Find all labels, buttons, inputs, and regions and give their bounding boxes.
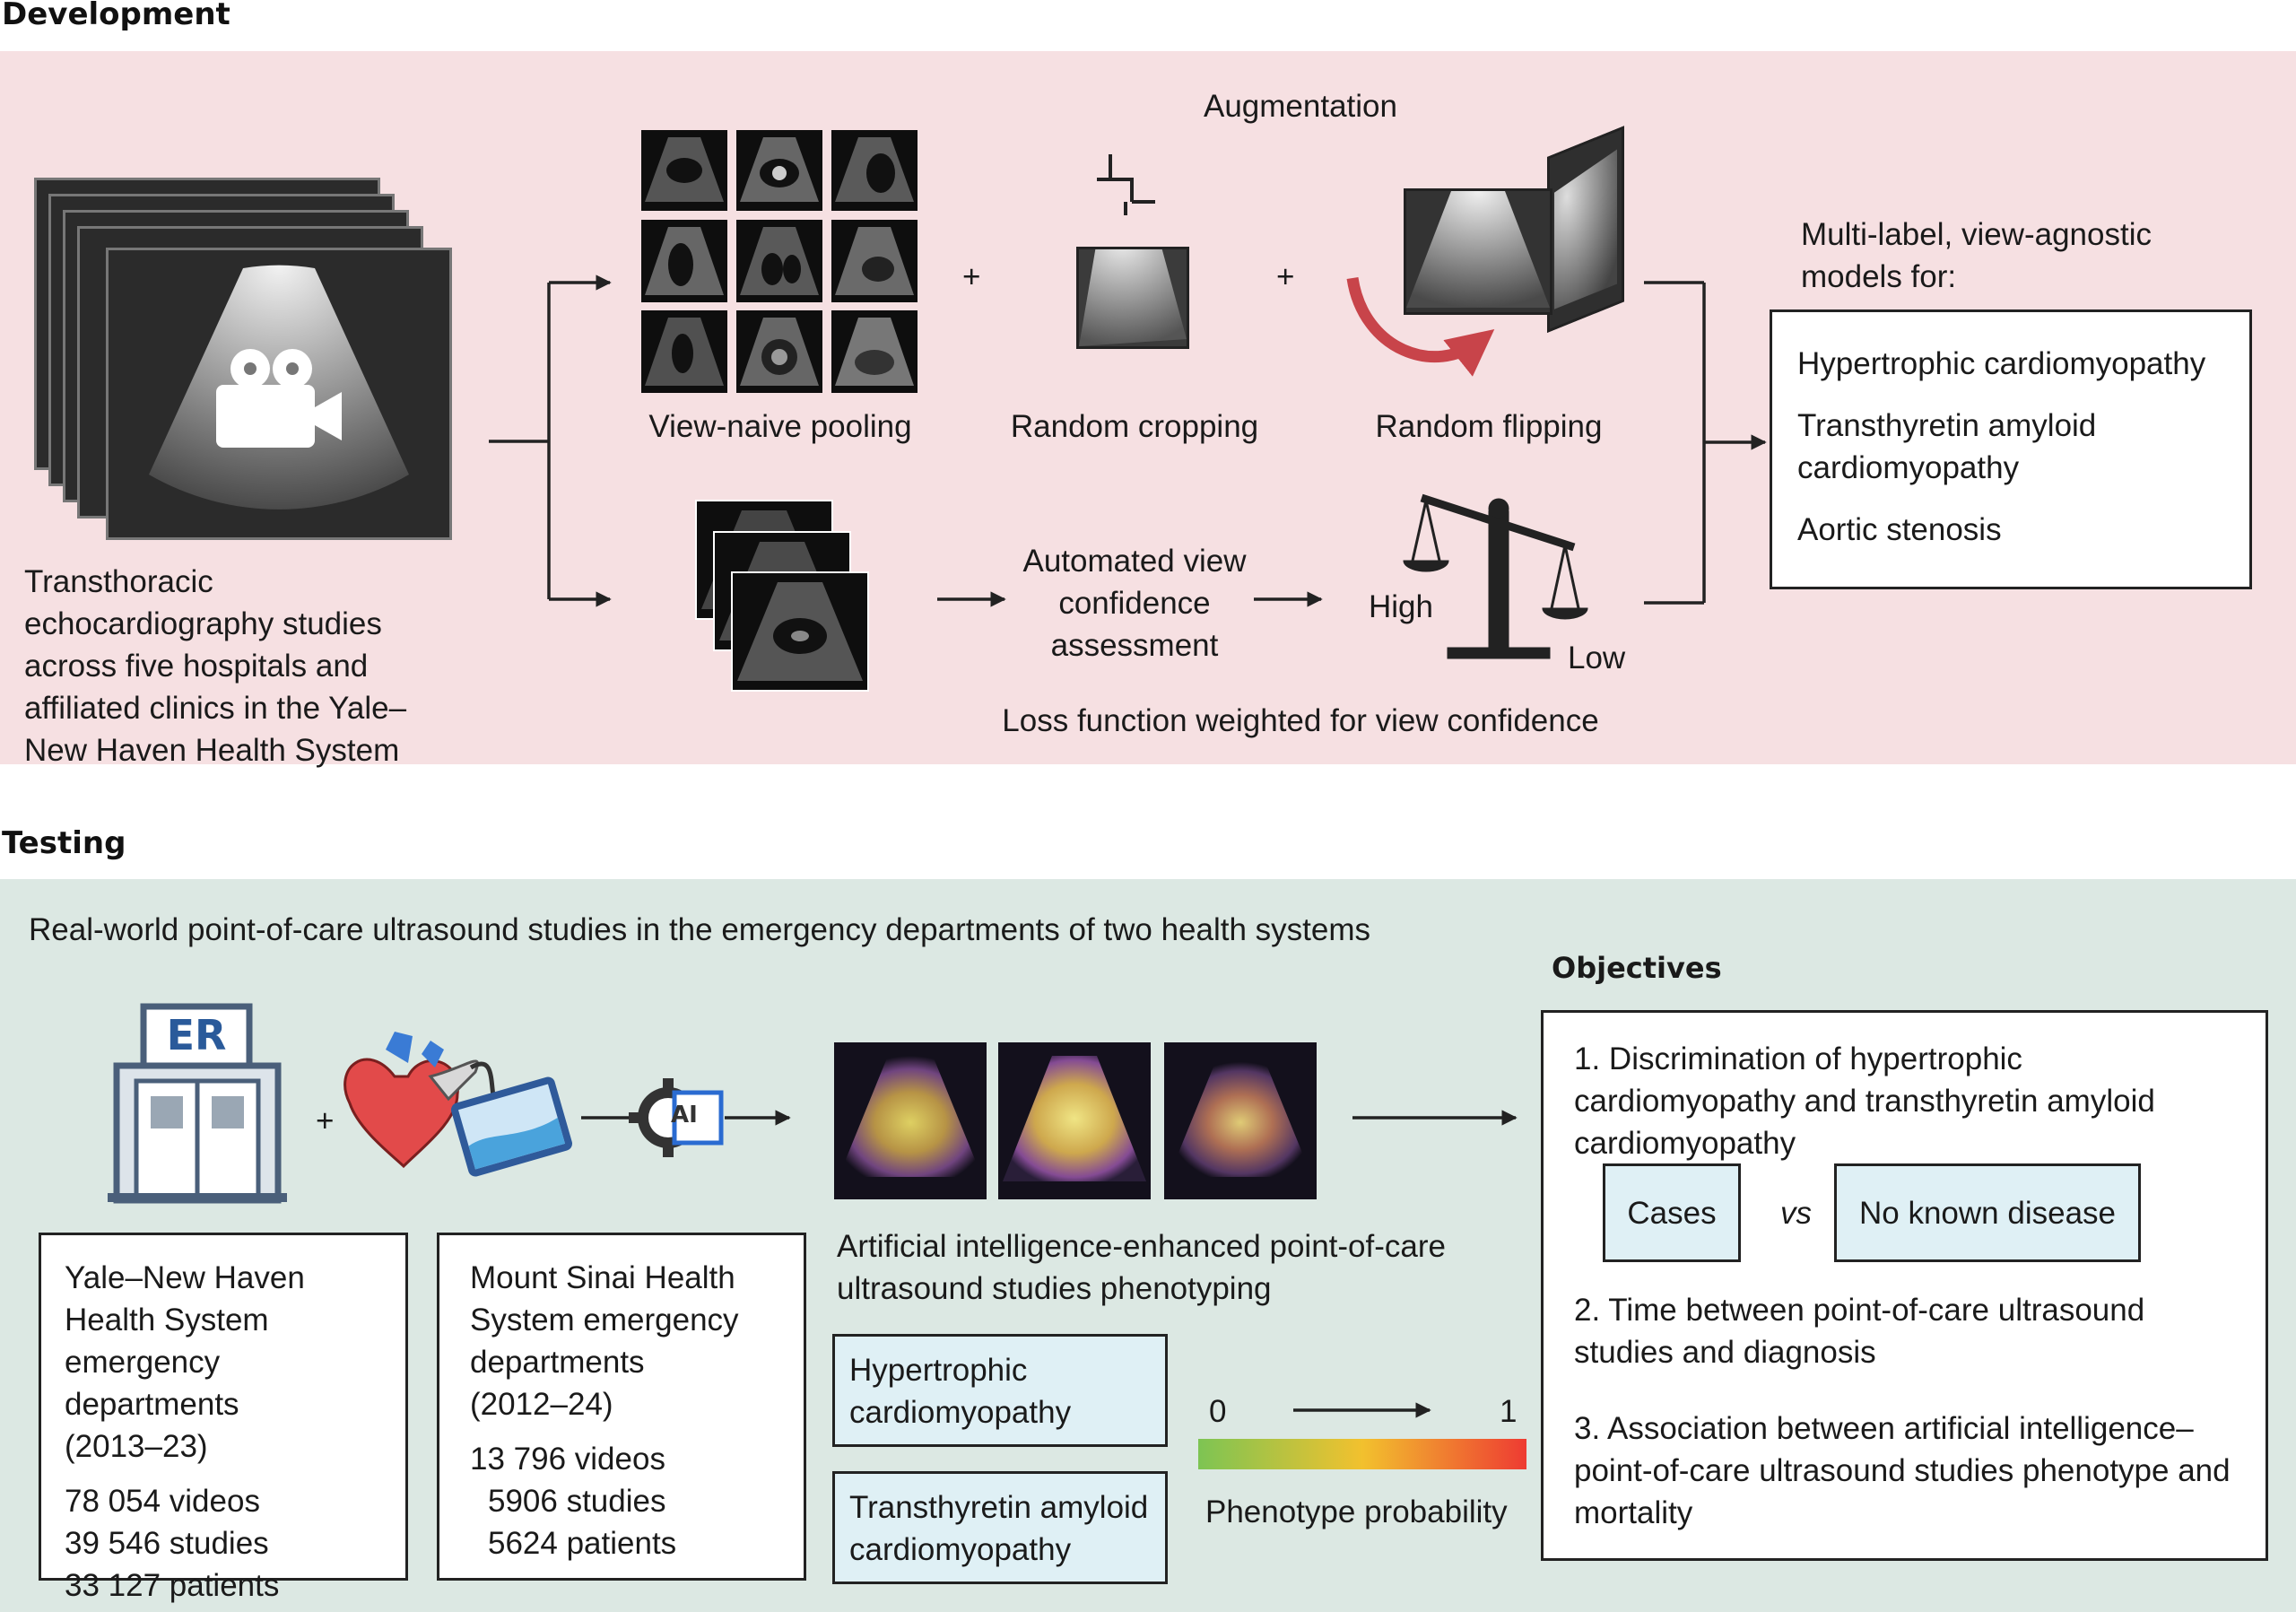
yale-box: Yale–New Haven Health System emergency d…	[39, 1233, 408, 1603]
yale-videos: 78 054 videos	[65, 1484, 260, 1519]
model-hcm: Hypertrophic cardiomyopathy	[1797, 346, 2206, 381]
models-title: Multi-label, view-agnostic models for:	[1801, 217, 2152, 294]
yale-years: (2013–23)	[65, 1429, 208, 1464]
plus-sign-1: +	[962, 259, 981, 294]
ai-chip-icon	[629, 1078, 724, 1157]
heatmap-frame-1	[834, 1042, 987, 1199]
view-confidence-label: Automated view confidence assessment	[1022, 544, 1247, 663]
objectives-box: 1. Discrimination of hypertrophic cardio…	[1541, 1010, 2268, 1561]
source-description: Transthoracic echocardiography studies a…	[24, 564, 407, 768]
objectives-title: Objectives	[1552, 951, 1722, 985]
no-disease-label: No known disease	[1859, 1195, 2116, 1231]
attr-label-box: Transthyretin amyloid cardiomyopathy	[832, 1471, 1168, 1584]
hcm-label-box: Hypertrophic cardiomyopathy	[832, 1334, 1168, 1447]
testing-heading: Testing	[2, 825, 126, 861]
high-label: High	[1369, 589, 1433, 624]
augmentation-label: Augmentation	[1204, 89, 1397, 124]
view-naive-label: View-naive pooling	[648, 409, 912, 444]
objective-2: 2. Time between point-of-care ultrasound…	[1574, 1293, 2145, 1370]
sinai-years: (2012–24)	[470, 1387, 613, 1422]
echo-stack	[34, 178, 452, 540]
testing-intro: Real-world point-of-care ultrasound stud…	[29, 912, 1371, 947]
heatmap-frame-3	[1164, 1042, 1317, 1199]
development-heading: Development	[2, 0, 230, 32]
heatmap-frame-2	[998, 1042, 1151, 1199]
cases-label: Cases	[1627, 1195, 1717, 1231]
yale-name: Yale–New Haven Health System emergency d…	[65, 1260, 305, 1422]
scale-min-label: 0	[1209, 1394, 1227, 1429]
model-attr: Transthyretin amyloid cardiomyopathy	[1797, 408, 2097, 485]
attr-label: Transthyretin amyloid cardiomyopathy	[849, 1490, 1149, 1567]
sinai-box: Mount Sinai Health System emergency depa…	[437, 1233, 806, 1581]
vs-label: vs	[1780, 1196, 1812, 1231]
sinai-videos: 13 796 videos	[470, 1442, 665, 1477]
phenotype-probability-label: Phenotype probability	[1205, 1494, 1508, 1529]
echo-thumbnail-grid	[641, 130, 918, 393]
cropped-frame	[1076, 247, 1189, 349]
loss-function-label: Loss function weighted for view confiden…	[1002, 703, 1599, 738]
scale-max-label: 1	[1500, 1394, 1518, 1429]
low-label: Low	[1568, 640, 1626, 675]
random-cropping-label: Random cropping	[1010, 409, 1259, 444]
random-flipping-label: Random flipping	[1375, 409, 1603, 444]
flipped-frame	[1404, 188, 1552, 315]
sinai-studies: 5906 studies	[488, 1484, 666, 1519]
objective-3: 3. Association between artificial intell…	[1574, 1411, 2231, 1530]
plus-sign-3: +	[316, 1103, 335, 1138]
yale-patients: 33 127 patients	[65, 1568, 280, 1603]
echo-frame	[106, 248, 452, 540]
objective-1: 1. Discrimination of hypertrophic cardio…	[1574, 1041, 2155, 1161]
er-sign: ER	[166, 1011, 227, 1059]
yale-studies: 39 546 studies	[65, 1526, 269, 1561]
ai-chip-label: AI	[671, 1102, 698, 1128]
phenotyping-label: Artificial intelligence-enhanced point-o…	[837, 1229, 1446, 1306]
hcm-label: Hypertrophic cardiomyopathy	[849, 1353, 1072, 1430]
flipped-frame-back	[1547, 126, 1624, 333]
model-aortic-stenosis: Aortic stenosis	[1797, 512, 2002, 547]
no-disease-box: No known disease	[1834, 1163, 2141, 1262]
plus-sign-2: +	[1276, 259, 1295, 294]
clip-stack	[695, 500, 874, 697]
cases-box: Cases	[1603, 1163, 1741, 1262]
sinai-name: Mount Sinai Health System emergency depa…	[470, 1260, 739, 1380]
models-box: Hypertrophic cardiomyopathy Transthyreti…	[1770, 309, 2252, 589]
phenotype-probability-gradient	[1198, 1439, 1526, 1469]
sinai-patients: 5624 patients	[488, 1526, 677, 1561]
